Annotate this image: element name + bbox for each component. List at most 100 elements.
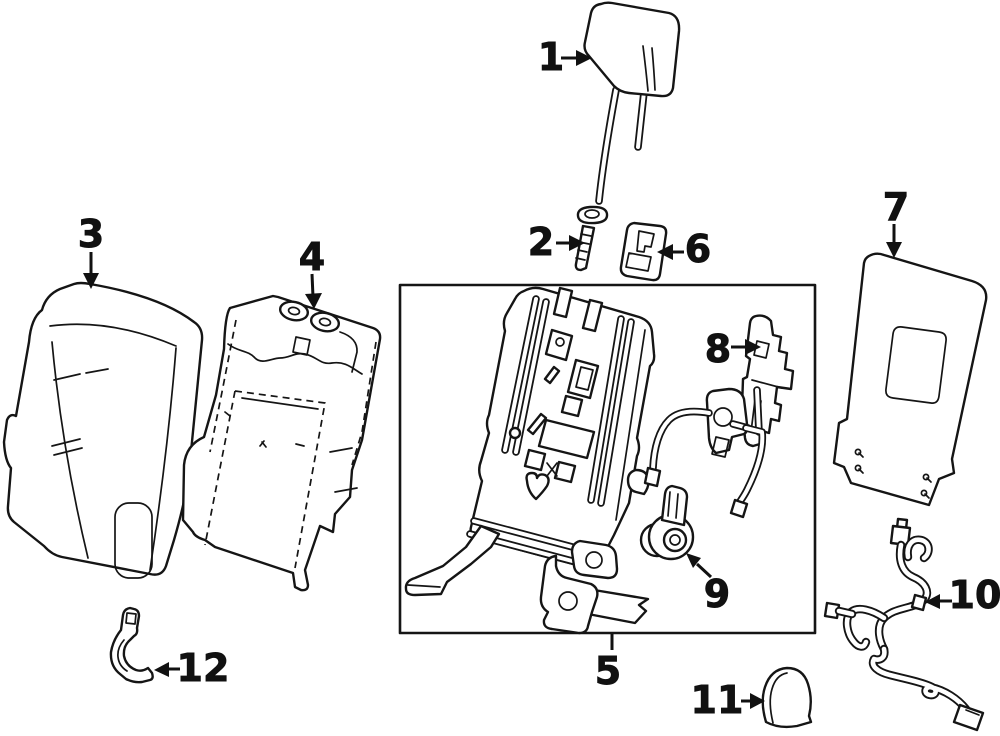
part-seat-back-cushion-left[interactable] (2, 281, 204, 579)
callout-8-label[interactable]: 8 (704, 327, 731, 372)
frame-top-post-1 (552, 286, 574, 319)
callout-4-stem (310, 273, 315, 298)
panel-outline (832, 252, 988, 507)
callout-7[interactable]: 7 (882, 185, 910, 258)
part-seat-back-panel[interactable] (832, 252, 988, 507)
cushion-left-flap-seam (114, 502, 153, 579)
guide-bolt-head (576, 205, 609, 225)
frame-hole-a-eye (555, 337, 565, 347)
callout-1-label[interactable]: 1 (537, 35, 564, 80)
callout-3-label[interactable]: 3 (77, 212, 104, 257)
callout-7-arrowhead (886, 242, 902, 258)
frame-slash-slot-2 (543, 365, 561, 385)
callout-6-label[interactable]: 6 (684, 227, 711, 272)
cushion-left-left-seam (51, 341, 89, 559)
headrest-post-left-inner (597, 88, 618, 203)
callout-3[interactable]: 3 (77, 212, 105, 289)
lock-body-hole (713, 407, 733, 427)
frame-hole-d (523, 448, 547, 472)
frame-hole-b-inner (575, 366, 594, 391)
hook-bracket-curve (117, 639, 128, 672)
part-hinge-pivot[interactable] (639, 484, 695, 561)
frame-bowtie (546, 462, 558, 477)
headrest-seams (642, 45, 656, 92)
callout-7-label[interactable]: 7 (882, 185, 909, 230)
hinge-center (669, 534, 681, 546)
guide-bolt-shaft (574, 224, 596, 272)
callout-2-arrowhead (569, 235, 585, 251)
callout-6[interactable]: 6 (657, 227, 712, 272)
guide-sleeve-latch (636, 230, 655, 253)
part-headrest-guide-sleeve[interactable] (619, 221, 668, 282)
callout-8[interactable]: 8 (704, 327, 761, 372)
frame-right-lug (570, 539, 619, 580)
harness-side-link-inner (839, 611, 852, 614)
callout-9[interactable]: 9 (686, 553, 731, 617)
callout-11[interactable]: 11 (690, 678, 765, 723)
callout-2[interactable]: 2 (527, 220, 585, 265)
callout-12[interactable]: 12 (154, 646, 230, 691)
harness-clip (910, 593, 928, 612)
callout-4-label[interactable]: 4 (298, 235, 325, 280)
harness-end-connector (952, 703, 985, 732)
cushion-left-right-seam (149, 347, 177, 571)
lock-body-tab (711, 436, 730, 458)
frame-left-foot-line (407, 584, 441, 588)
callout-9-stem (695, 562, 713, 579)
cable-vertical-inner (755, 388, 761, 434)
harness-side-connector (823, 601, 841, 620)
callout-8-arrowhead (745, 339, 761, 355)
frame-heart-hole (525, 471, 550, 501)
part-seat-back-frame-box[interactable] (398, 283, 817, 635)
pad-guide-hole-left (287, 306, 301, 316)
callout-12-label[interactable]: 12 (176, 646, 230, 691)
callout-11-arrowhead (750, 693, 765, 709)
callout-10[interactable]: 10 (925, 573, 1000, 617)
callout-4-arrowhead (305, 293, 322, 309)
frame-bolt-hole (508, 426, 522, 440)
callout-5-label[interactable]: 5 (594, 649, 621, 694)
callout-3-arrowhead (83, 273, 99, 289)
callout-9-label[interactable]: 9 (703, 572, 730, 617)
part-hook-bracket[interactable] (109, 606, 154, 684)
hinge-cylinder-lines (667, 491, 679, 519)
pad-guide-hole-right (318, 317, 332, 327)
pad-right-stitch (351, 341, 377, 466)
latch-window (753, 340, 770, 359)
harness-lower-run (873, 649, 966, 709)
cushion-left-outline (2, 281, 204, 576)
pad-left-stitch (209, 319, 237, 453)
callout-6-arrowhead (657, 244, 673, 260)
callout-4[interactable]: 4 (298, 235, 326, 309)
callout-5[interactable]: 5 (594, 634, 622, 694)
harness-end-connector-line (965, 709, 980, 716)
latch-cables (643, 388, 762, 519)
part-headrest[interactable] (583, 1, 681, 203)
part-wiring-harness[interactable] (823, 517, 985, 732)
guide-bolt-head-hole (584, 209, 600, 219)
pad-guide-boss-left (278, 300, 310, 322)
callout-2-label[interactable]: 2 (527, 220, 554, 265)
pad-outline (181, 294, 382, 592)
hook-bracket-outline (109, 606, 154, 684)
pad-rect-inner (241, 397, 358, 493)
cover-cap-seam (769, 672, 788, 724)
frame-hole-a (544, 328, 574, 362)
hinge-ring (662, 527, 688, 553)
callout-11-label[interactable]: 11 (690, 678, 744, 723)
frame-left-leg (404, 524, 501, 597)
cable-right-plug (729, 498, 749, 519)
callout-10-arrowhead (925, 594, 940, 609)
frame-slash-slot-1 (526, 412, 548, 436)
part-seat-back-pad[interactable] (181, 294, 382, 592)
frame-right-lug-hole (585, 551, 603, 569)
part-headrest-guide-bolt[interactable] (574, 205, 609, 272)
pad-wavy-cutline (227, 343, 363, 375)
callout-10-label[interactable]: 10 (948, 573, 1000, 618)
callout-1[interactable]: 1 (537, 35, 592, 80)
part-cover-cap[interactable] (761, 666, 813, 729)
panel-clip-marks (854, 448, 932, 499)
callouts: 1 2 3 4 5 6 7 (77, 35, 1000, 723)
